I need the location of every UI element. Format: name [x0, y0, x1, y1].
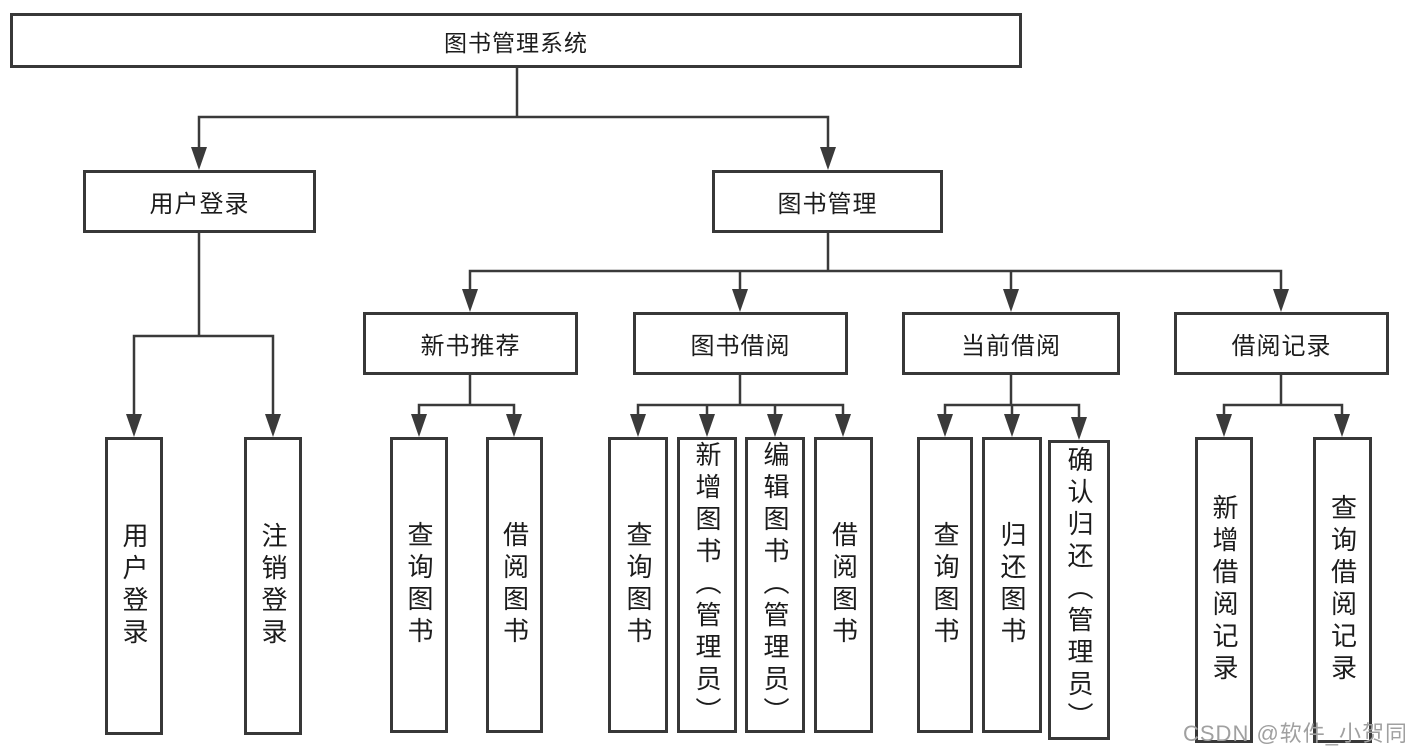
leaf-borrowing-borrow-books-label: 借阅图书: [828, 521, 859, 649]
leaf-add-borrow-record-label: 新增借阅记录: [1209, 494, 1239, 686]
leaf-recommend-query-books: 查询图书: [390, 437, 448, 733]
node-current-borrowing-label: 当前借阅: [961, 333, 1061, 360]
node-book-borrowing: 图书借阅: [633, 312, 848, 375]
node-new-book-recommend: 新书推荐: [363, 312, 578, 375]
leaf-current-query-books-label: 查询图书: [930, 521, 960, 649]
leaf-borrowing-borrow-books: 借阅图书: [814, 437, 873, 733]
leaf-query-borrow-record-label: 查询借阅记录: [1327, 494, 1358, 686]
connector-userlogin-rail: [132, 334, 275, 418]
leaf-return-books: 归还图书: [982, 437, 1042, 733]
leaf-borrowing-query-books-label: 查询图书: [623, 521, 653, 649]
leaf-recommend-query-books-label: 查询图书: [404, 521, 434, 649]
node-root-label: 图书管理系统: [444, 29, 588, 56]
leaf-recommend-borrow-books-label: 借阅图书: [499, 521, 530, 649]
leaf-confirm-return-admin-label: 确认归还（管理员）: [1064, 446, 1094, 734]
connector-borrowing-rail: [636, 403, 845, 418]
node-book-management-label: 图书管理: [777, 191, 878, 218]
connector-records-rail: [1222, 403, 1344, 418]
leaf-edit-book-admin-label: 编辑图书（管理员）: [760, 441, 790, 729]
leaf-user-login: 用户登录: [105, 437, 163, 735]
leaf-edit-book-admin: 编辑图书（管理员）: [745, 437, 805, 733]
leaf-add-book-admin: 新增图书（管理员）: [677, 437, 737, 733]
node-book-management: 图书管理: [712, 170, 943, 233]
leaf-add-book-admin-label: 新增图书（管理员）: [692, 441, 722, 729]
leaf-borrowing-query-books: 查询图书: [608, 437, 668, 733]
csdn-watermark: CSDN @软件_小贺同学: [1183, 721, 1405, 746]
node-user-login: 用户登录: [83, 170, 316, 233]
leaf-logout: 注销登录: [244, 437, 302, 735]
leaf-add-borrow-record: 新增借阅记录: [1195, 437, 1253, 743]
leaf-user-login-label: 用户登录: [119, 522, 149, 650]
leaf-confirm-return-admin: 确认归还（管理员）: [1048, 440, 1110, 740]
leaf-query-borrow-record: 查询借阅记录: [1313, 437, 1372, 743]
node-user-login-label: 用户登录: [149, 191, 250, 218]
node-book-borrowing-label: 图书借阅: [690, 333, 791, 360]
node-root: 图书管理系统: [10, 13, 1022, 68]
leaf-return-books-label: 归还图书: [997, 521, 1027, 649]
node-new-book-recommend-label: 新书推荐: [420, 333, 521, 360]
arrowheads: [126, 147, 1350, 440]
connector-level3-rail: [468, 269, 1283, 293]
connector-recommend-rail: [417, 403, 516, 418]
leaf-recommend-borrow-books: 借阅图书: [486, 437, 543, 733]
node-borrowing-records: 借阅记录: [1174, 312, 1389, 375]
node-current-borrowing: 当前借阅: [902, 312, 1120, 375]
node-borrowing-records-label: 借阅记录: [1231, 333, 1332, 360]
leaf-logout-label: 注销登录: [258, 522, 288, 650]
leaf-current-query-books: 查询图书: [917, 437, 973, 733]
connector-level2-rail: [197, 115, 830, 150]
